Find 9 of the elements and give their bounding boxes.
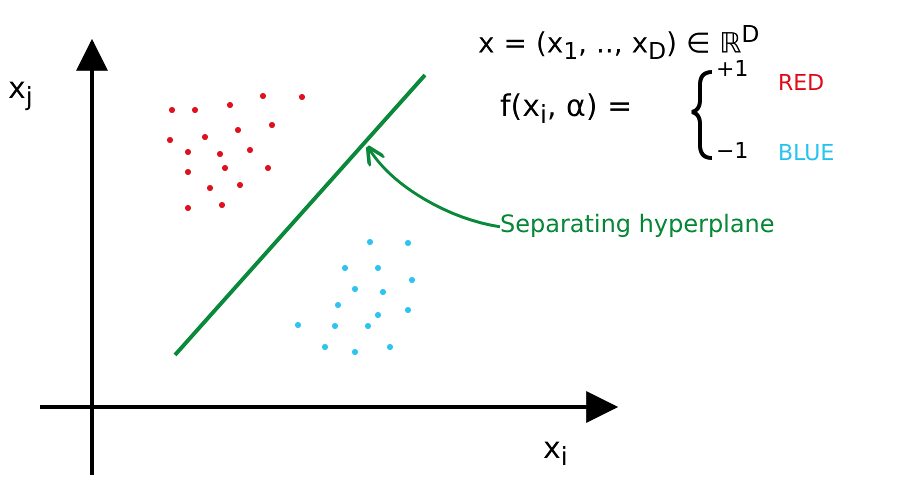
class-name: RED: [778, 72, 824, 96]
hyperplane-line: [174, 74, 426, 356]
function-formula: f(x$_{i}$, α) =: [500, 90, 632, 128]
class-name: BLUE: [778, 142, 834, 166]
leader-arrow: [366, 144, 500, 228]
axis-label: x$_{j}$: [8, 72, 33, 110]
axis-label: x$_{i}$: [543, 432, 568, 470]
class-value: −1: [716, 140, 748, 164]
annotation-text: Separating hyperplane: [500, 210, 775, 238]
